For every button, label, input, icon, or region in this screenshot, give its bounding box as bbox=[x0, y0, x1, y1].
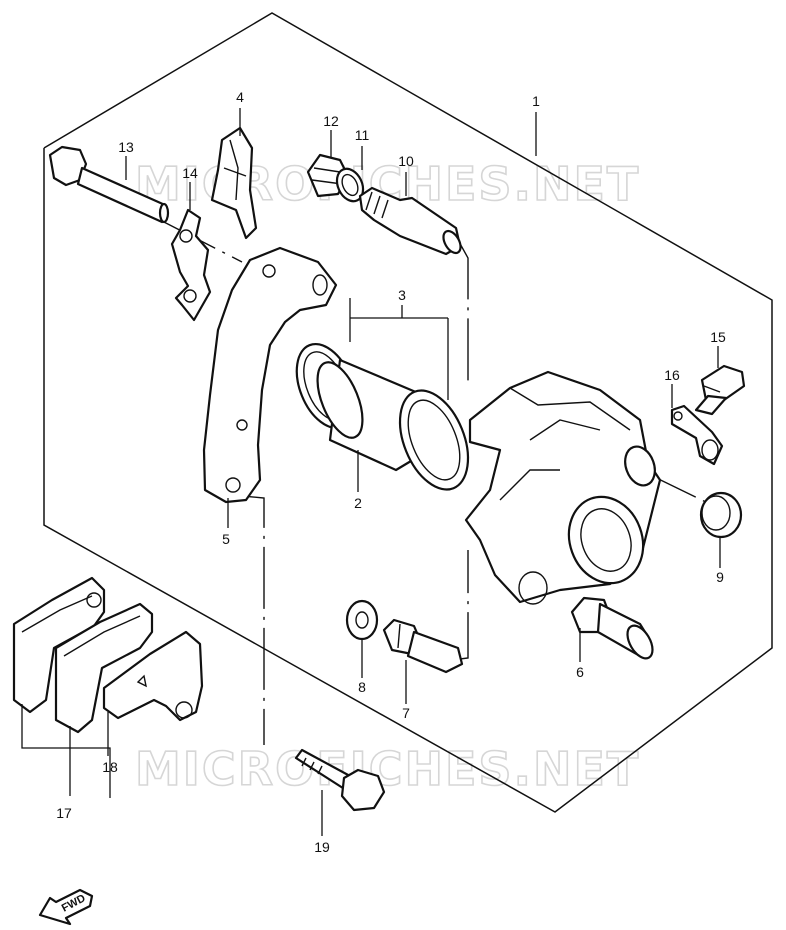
assembly-outline bbox=[43, 12, 773, 813]
washer-8 bbox=[345, 599, 379, 641]
caliper-bracket-5 bbox=[202, 246, 338, 504]
forward-arrow-icon: FWD bbox=[38, 888, 94, 926]
bleeder-cap-16 bbox=[670, 404, 724, 466]
pin-7 bbox=[382, 618, 464, 674]
watermark-bottom: MICROFICHES.NET bbox=[135, 742, 640, 796]
callout-11: 11 bbox=[355, 127, 370, 143]
bleeder-screw-15 bbox=[694, 364, 746, 416]
callout-14: 14 bbox=[182, 165, 198, 181]
bolt-19 bbox=[294, 748, 386, 812]
callout-2: 2 bbox=[354, 495, 362, 511]
caliper-body-1 bbox=[464, 370, 662, 605]
ring-11 bbox=[335, 167, 365, 203]
callout-16: 16 bbox=[664, 367, 680, 383]
lock-plate-14 bbox=[170, 208, 212, 322]
dust-seal-3 bbox=[398, 389, 470, 491]
callout-4: 4 bbox=[236, 89, 244, 105]
pad-spring-4 bbox=[210, 126, 258, 240]
callout-9: 9 bbox=[716, 569, 724, 585]
pin-bolt-6 bbox=[570, 596, 654, 660]
alignment-line-bolt-19 bbox=[231, 494, 265, 745]
callout-7: 7 bbox=[402, 705, 410, 721]
alignment-line-pin-10 bbox=[457, 239, 469, 385]
pad-shim-18 bbox=[102, 630, 204, 722]
leader-17 bbox=[21, 704, 111, 798]
callout-5: 5 bbox=[222, 531, 230, 547]
brake-pad-17-inner bbox=[54, 602, 154, 734]
callout-18: 18 bbox=[102, 759, 118, 775]
callout-3: 3 bbox=[398, 287, 406, 303]
alignment-line-pin-7 bbox=[451, 550, 469, 661]
plug-9 bbox=[699, 491, 743, 539]
callout-1: 1 bbox=[532, 93, 540, 109]
callout-12: 12 bbox=[323, 113, 339, 129]
callout-15: 15 bbox=[710, 329, 726, 345]
callout-8: 8 bbox=[358, 679, 366, 695]
leader-3 bbox=[349, 298, 449, 400]
callout-6: 6 bbox=[576, 664, 584, 680]
callout-13: 13 bbox=[118, 139, 134, 155]
sliding-pin-10 bbox=[358, 186, 462, 256]
bolt-13 bbox=[48, 145, 170, 224]
callout-19: 19 bbox=[314, 839, 330, 855]
callout-10: 10 bbox=[398, 153, 414, 169]
callout-17: 17 bbox=[56, 805, 72, 821]
